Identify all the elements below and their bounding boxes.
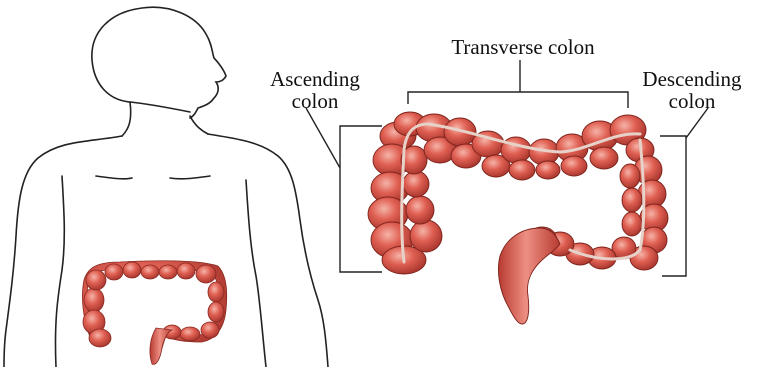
- label-descending-line1: Descending: [612, 68, 772, 90]
- neck-left: [122, 102, 131, 136]
- label-ascending-line2: colon: [240, 90, 390, 112]
- body-silhouette: [4, 7, 328, 367]
- rectum: [498, 228, 560, 324]
- label-ascending-line1: Ascending: [240, 68, 390, 90]
- label-ascending-colon: Ascending colon: [240, 68, 390, 112]
- shoulder-right: [208, 134, 328, 367]
- colon-large: [368, 112, 668, 324]
- descending-bracket: [660, 136, 686, 276]
- chest-detail-left: [96, 176, 132, 179]
- chest-detail-right: [170, 176, 210, 179]
- head-outline: [92, 7, 226, 118]
- label-transverse-text: Transverse colon: [408, 36, 638, 58]
- transverse-colon: [416, 114, 654, 180]
- label-descending-colon: Descending colon: [612, 68, 772, 112]
- colon-small: [82, 261, 226, 365]
- ascending-leader: [306, 108, 340, 168]
- label-descending-line2: colon: [612, 90, 772, 112]
- label-transverse-colon: Transverse colon: [408, 36, 638, 58]
- neck-right: [190, 116, 208, 134]
- torso-left: [55, 176, 64, 367]
- torso-right: [246, 180, 266, 367]
- transverse-bracket: [408, 92, 628, 108]
